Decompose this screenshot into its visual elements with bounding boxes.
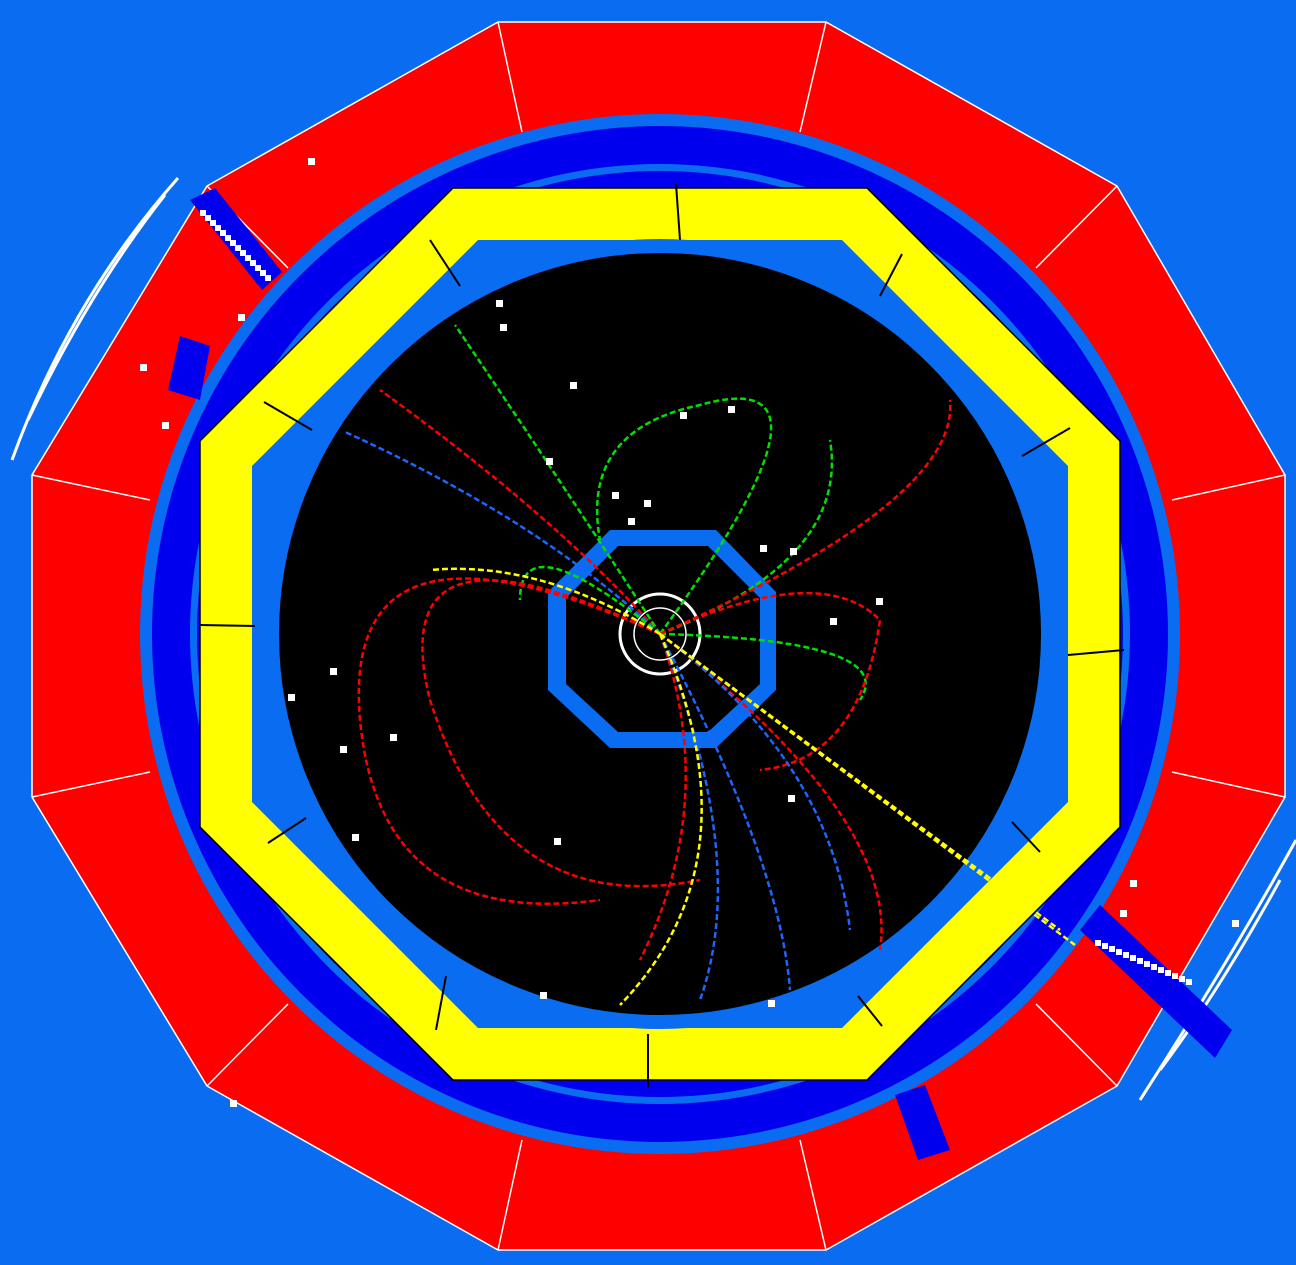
jet-hit-b3 (1116, 949, 1122, 955)
jet-hit-a7 (235, 245, 241, 251)
track-6 (659, 399, 952, 636)
hit-11 (390, 734, 397, 741)
hit-15 (352, 834, 359, 841)
hit-26 (230, 1100, 237, 1107)
jet-hit-a1 (205, 215, 211, 221)
track-3 (595, 397, 773, 635)
hit-19 (788, 795, 795, 802)
hit-7 (680, 412, 687, 419)
track-17 (429, 567, 661, 636)
hit-8 (644, 500, 651, 507)
em-segment-lines (199, 183, 1125, 1088)
track-2 (453, 324, 662, 635)
jet-blocks (168, 188, 1232, 1160)
hit-1 (140, 364, 147, 371)
hit-25 (500, 324, 507, 331)
jet-hit-a9 (245, 255, 251, 261)
hit-0 (308, 158, 315, 165)
jet-hit-a5 (225, 235, 231, 241)
jet-hit-b12 (1179, 976, 1185, 982)
jet-hit-a12 (260, 270, 266, 276)
hit-27 (1232, 920, 1239, 927)
track-0 (379, 388, 661, 635)
jet-hit-a4 (220, 230, 226, 236)
jet-hit-a11 (255, 265, 261, 271)
hit-24 (496, 300, 503, 307)
hit-2 (162, 422, 169, 429)
hit-16 (554, 838, 561, 845)
jet-hit-b2 (1109, 946, 1115, 952)
track-13 (658, 633, 720, 1001)
jet-hit-a2 (210, 220, 216, 226)
hit-22 (760, 545, 767, 552)
hit-4 (570, 382, 577, 389)
jet-hit-a13 (265, 275, 271, 281)
jet-hit-a8 (240, 250, 246, 256)
jet-hit-b8 (1151, 964, 1157, 970)
hit-28 (1130, 880, 1137, 887)
calorimeter-hits (140, 158, 1239, 1107)
jet-hit-b13 (1186, 979, 1192, 985)
track-14 (658, 633, 792, 991)
jet-hit-a6 (230, 240, 236, 246)
hit-5 (546, 458, 553, 465)
hit-29 (1120, 910, 1127, 917)
track-12 (638, 633, 687, 961)
jet-hit-b0 (1095, 940, 1101, 946)
jet-hit-a10 (250, 260, 256, 266)
hit-3 (238, 314, 245, 321)
hit-18 (768, 1000, 775, 1007)
jet-hit-a3 (215, 225, 221, 231)
beam-pipe-inner (633, 607, 687, 661)
track-8 (357, 577, 661, 905)
jet-hit-b7 (1144, 961, 1150, 967)
jet-hit-b5 (1130, 955, 1136, 961)
hit-10 (628, 518, 635, 525)
jet-hit-b11 (1172, 973, 1178, 979)
jet-hit-b9 (1158, 967, 1164, 973)
jet-hit-b4 (1123, 952, 1129, 958)
track-9 (421, 579, 701, 888)
hit-21 (830, 618, 837, 625)
jet-hit-b6 (1137, 958, 1143, 964)
track-16 (619, 633, 703, 1006)
muon-chambers (10, 177, 1296, 1101)
particle-tracks (344, 324, 1076, 1006)
jet-hit-a0 (200, 210, 206, 216)
track-1 (344, 430, 661, 635)
hit-13 (330, 668, 337, 675)
track-20 (659, 632, 1061, 932)
beam-pipe (618, 592, 702, 676)
hit-9 (612, 492, 619, 499)
hit-12 (340, 746, 347, 753)
hit-6 (728, 406, 735, 413)
hit-23 (790, 548, 797, 555)
calorimeter-segment-lines (31, 21, 1286, 1251)
hit-17 (540, 992, 547, 999)
track-7 (659, 632, 867, 701)
hit-20 (876, 598, 883, 605)
track-15 (659, 632, 852, 931)
jet-hit-b10 (1165, 970, 1171, 976)
hit-14 (288, 694, 295, 701)
jet-hit-b1 (1102, 943, 1108, 949)
